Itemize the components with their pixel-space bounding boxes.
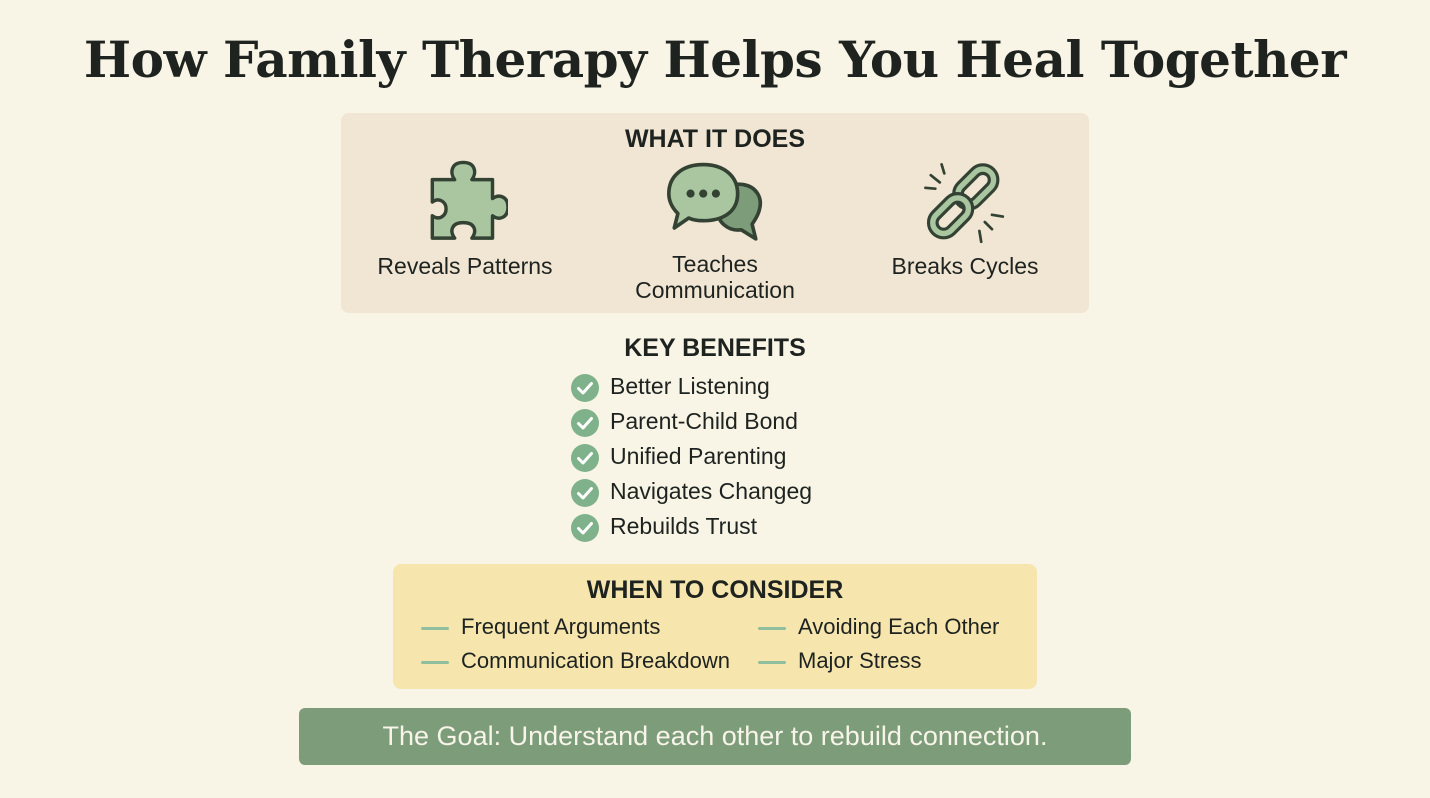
- check-circle-icon: [571, 514, 599, 542]
- benefit-label: Unified Parenting: [610, 443, 787, 469]
- dash-marker: [758, 627, 786, 630]
- check-circle-icon: [571, 409, 599, 437]
- teaches-communication-line1: Teaches: [672, 251, 758, 277]
- benefit-label: Navigates Changeg: [610, 478, 813, 504]
- what-it-does-panel: WHAT IT DOES Reveals Patterns Teaches Co…: [341, 113, 1089, 313]
- consider-label: Frequent Arguments: [461, 614, 661, 639]
- dash-marker: [758, 661, 786, 664]
- teaches-communication-line2: Communication: [635, 277, 795, 303]
- check-circle-icon: [571, 444, 599, 472]
- consider-label: Major Stress: [798, 648, 922, 673]
- key-benefits-heading: KEY BENEFITS: [624, 334, 806, 362]
- check-circle-icon: [571, 479, 599, 507]
- benefit-item: Unified Parenting: [571, 442, 931, 477]
- breaks-cycles-label: Breaks Cycles: [891, 253, 1039, 279]
- consider-label: Communication Breakdown: [461, 648, 731, 673]
- when-to-consider-panel: WHEN TO CONSIDER Frequent Arguments Avoi…: [393, 564, 1037, 689]
- speech-bubbles-icon: [667, 162, 763, 241]
- consider-label: Avoiding Each Other: [798, 614, 1000, 639]
- teaches-communication-label: Teaches Communication: [595, 251, 835, 303]
- what-it-does-item-teaches-communication: Teaches Communication: [595, 157, 835, 307]
- dash-marker: [421, 627, 449, 630]
- benefit-item: Parent-Child Bond: [571, 407, 931, 442]
- benefit-label: Better Listening: [610, 373, 770, 399]
- benefit-item: Rebuilds Trust: [571, 512, 931, 547]
- check-circle-icon: [571, 374, 599, 402]
- when-to-consider-heading: WHEN TO CONSIDER: [586, 576, 844, 604]
- goal-banner: The Goal: Understand each other to rebui…: [299, 708, 1131, 765]
- what-it-does-heading: WHAT IT DOES: [624, 125, 806, 153]
- dash-marker: [421, 661, 449, 664]
- benefit-label: Parent-Child Bond: [610, 408, 798, 434]
- benefit-label: Rebuilds Trust: [610, 513, 758, 539]
- what-it-does-item-breaks-cycles: Breaks Cycles: [845, 157, 1085, 307]
- key-benefits-list: Better Listening Parent-Child Bond Unifi…: [571, 372, 931, 547]
- broken-chain-icon: [924, 163, 1005, 244]
- what-it-does-item-reveals-patterns: Reveals Patterns: [345, 157, 585, 307]
- reveals-patterns-label: Reveals Patterns: [377, 253, 553, 279]
- benefit-item: Navigates Changeg: [571, 477, 931, 512]
- benefit-item: Better Listening: [571, 372, 931, 407]
- page-title: How Family Therapy Helps You Heal Togeth…: [83, 30, 1347, 89]
- puzzle-piece-icon: [430, 160, 508, 240]
